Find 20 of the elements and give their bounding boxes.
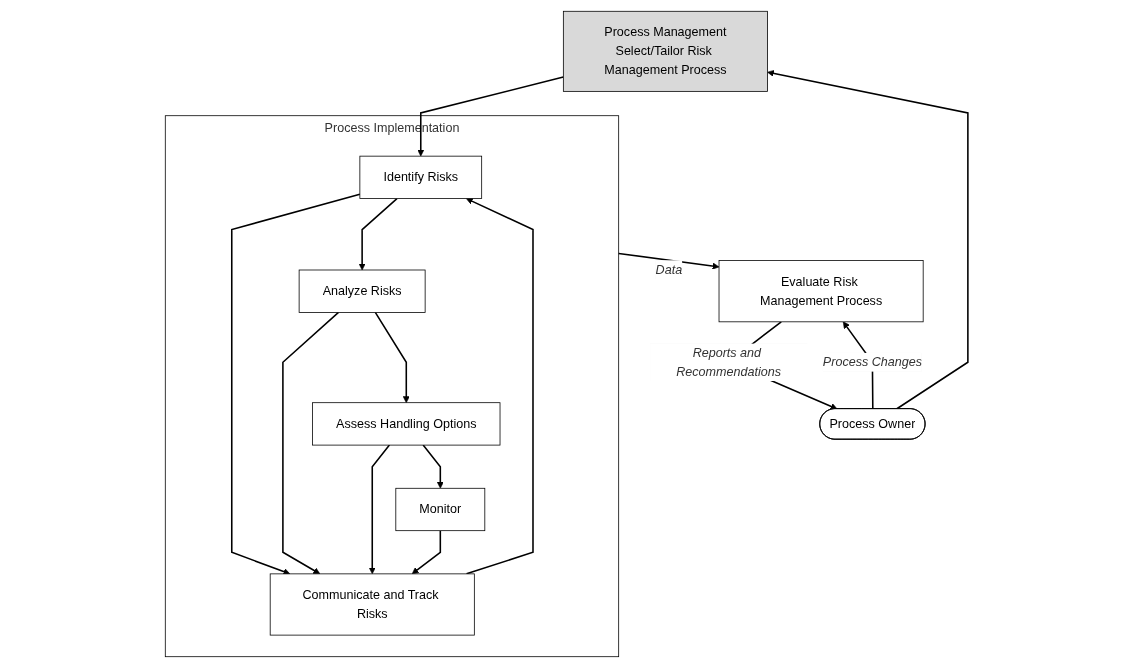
edge-label: Process Changes <box>822 355 922 369</box>
arrow <box>374 311 410 403</box>
node-box: Communicate and Track Risks <box>269 573 475 636</box>
arrow <box>417 76 565 157</box>
node-box: Process Management Select/Tailor Risk Management Process <box>562 10 768 92</box>
arrow <box>465 198 534 575</box>
arrow <box>368 444 391 575</box>
arrow <box>617 252 720 270</box>
arrow <box>422 444 444 489</box>
node-box: Assess Handling Options <box>312 402 501 446</box>
node-box: Evaluate Risk Management Process <box>718 260 924 323</box>
arrow <box>230 193 361 575</box>
arrow <box>282 311 340 575</box>
arrow <box>358 197 398 271</box>
node-box: Identify Risks <box>359 155 482 199</box>
node-box: Analyze Risks <box>298 269 426 313</box>
arrow <box>411 529 442 575</box>
node-box: Monitor <box>395 487 486 532</box>
edge-label: Data <box>655 262 683 276</box>
edge-label: Reports and Recommendations <box>676 345 781 378</box>
